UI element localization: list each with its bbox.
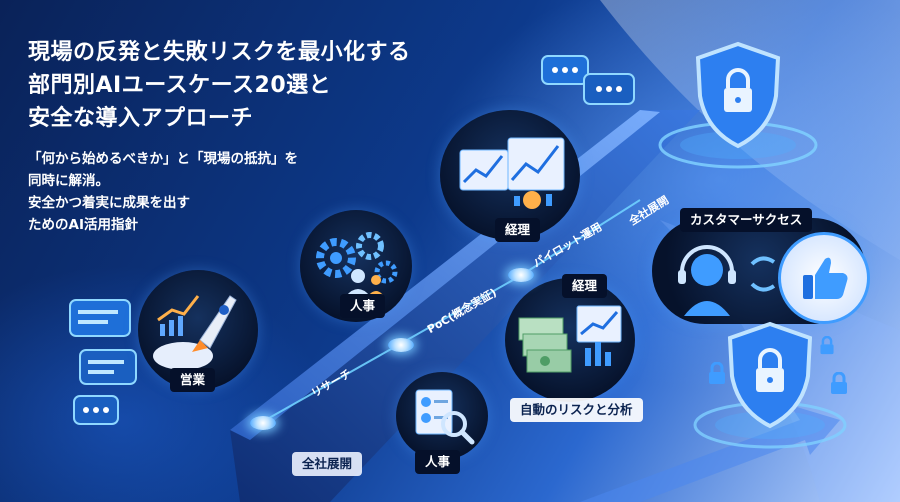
dept-label-accounting-lower: 経理 [562,274,608,298]
thumbs-up-icon [803,257,848,299]
headline-line-1: 現場の反発と失敗リスクを最小化する [28,40,411,65]
chat-icon [541,55,635,105]
dept-label-hr-upper: 人事 [340,294,386,318]
subtext-line-2: 同時に解消。 [28,173,109,189]
shield-lock-icon [727,321,813,429]
thumbs-up-badge [778,232,870,324]
headline-line-3: 安全な導入アプローチ [28,106,254,131]
dept-label-customer-success: カスタマーサクセス [680,208,813,232]
caption-rollout-bottom: 全社展開 [292,452,363,476]
shield-lock-icon [695,41,781,149]
customer-success-graphic [678,245,776,316]
lock-icon [820,336,834,355]
caption-auto-risk: 自動のリスクと分析 [510,398,643,422]
search-icon [415,389,475,445]
dept-label-hr-lower: 人事 [415,450,461,474]
lock-icon [831,372,847,394]
headline-line-2: 部門別AIユースケース20選と [28,73,332,98]
headline: 現場の反発と失敗リスクを最小化する 部門別AIユースケース20選と 安全な導入ア… [28,36,498,135]
dept-label-accounting-upper: 経理 [495,218,541,242]
hr-search-circle [396,372,488,460]
roadmap-node-pilot [508,268,534,282]
rocket-icon [153,295,237,370]
lock-icon [709,362,725,384]
subtext: 「何から始めるべきか」と「現場の抵抗」を 同時に解消。 安全かつ着実に成果を出す… [28,148,388,236]
headset-icon [678,245,736,316]
dept-label-sales: 営業 [170,368,216,392]
subtext-line-1: 「何から始めるべきか」と「現場の抵抗」を [28,151,298,167]
roadmap-node-poc [388,338,414,352]
roadmap-node-research [250,416,276,430]
money-icon [518,305,622,373]
chat-icon [69,299,137,425]
chart-icon [459,137,565,209]
subtext-line-4: ためのAI活用指針 [28,217,138,233]
accounting-money-circle [505,278,635,402]
subtext-line-3: 安全かつ着実に成果を出す [28,195,190,211]
